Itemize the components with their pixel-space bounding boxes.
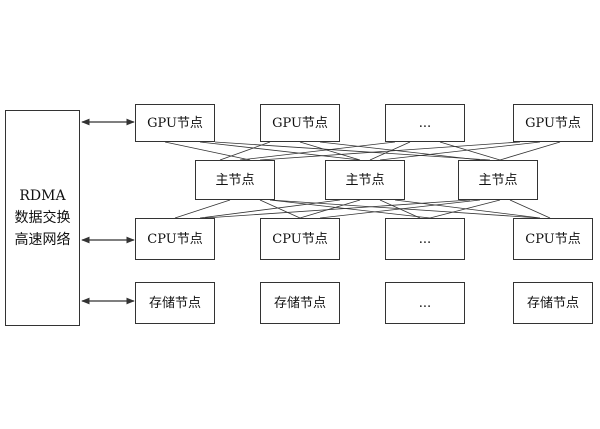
cpu-node-ellipsis: ... xyxy=(385,218,465,260)
link-gpu3-master3 xyxy=(439,141,501,161)
storage-node-1: 存储节点 xyxy=(135,282,215,324)
cpu-node-2: CPU节点 xyxy=(260,218,340,260)
storage-node-2: 存储节点 xyxy=(260,282,340,324)
network-line-2: 数据交换 xyxy=(14,210,71,226)
link-master2-cpu4 xyxy=(394,199,541,219)
network-line-3: 高速网络 xyxy=(14,232,71,248)
link-gpu1-master2 xyxy=(199,141,361,161)
link-gpu4-master1 xyxy=(259,141,521,161)
link-gpu1-master1 xyxy=(164,141,251,161)
link-master2-cpu1 xyxy=(199,199,341,219)
cpu-node-4: CPU节点 xyxy=(513,218,593,260)
master-node-2: 主节点 xyxy=(325,160,405,200)
master-node-3: 主节点 xyxy=(458,160,538,200)
gpu-node-1: GPU节点 xyxy=(135,104,215,142)
gpu-node-4: GPU节点 xyxy=(513,104,593,142)
storage-node-ellipsis: ... xyxy=(385,282,465,324)
link-master3-cpu3 xyxy=(429,199,501,219)
master-node-1: 主节点 xyxy=(195,160,275,200)
gpu-node-2: GPU节点 xyxy=(260,104,340,142)
link-master1-cpu2 xyxy=(259,199,301,219)
link-gpu3-master1 xyxy=(239,141,396,161)
link-master1-cpu1 xyxy=(174,199,231,219)
link-gpu4-master3 xyxy=(499,141,561,161)
link-gpu4-master2 xyxy=(379,141,541,161)
link-master3-cpu4 xyxy=(509,199,551,219)
rdma-network-box: RDMA 数据交换 高速网络 xyxy=(5,110,80,326)
link-master3-cpu2 xyxy=(319,199,481,219)
link-gpu2-master2 xyxy=(299,141,361,161)
cpu-node-1: CPU节点 xyxy=(135,218,215,260)
link-gpu2-master1 xyxy=(219,141,271,161)
gpu-node-ellipsis: ... xyxy=(385,104,465,142)
storage-node-4: 存储节点 xyxy=(513,282,593,324)
link-master3-cpu1 xyxy=(204,199,471,219)
link-master1-cpu3 xyxy=(269,199,431,219)
network-line-1: RDMA xyxy=(19,188,66,204)
link-gpu2-master3 xyxy=(319,141,481,161)
link-master2-cpu2 xyxy=(299,199,361,219)
